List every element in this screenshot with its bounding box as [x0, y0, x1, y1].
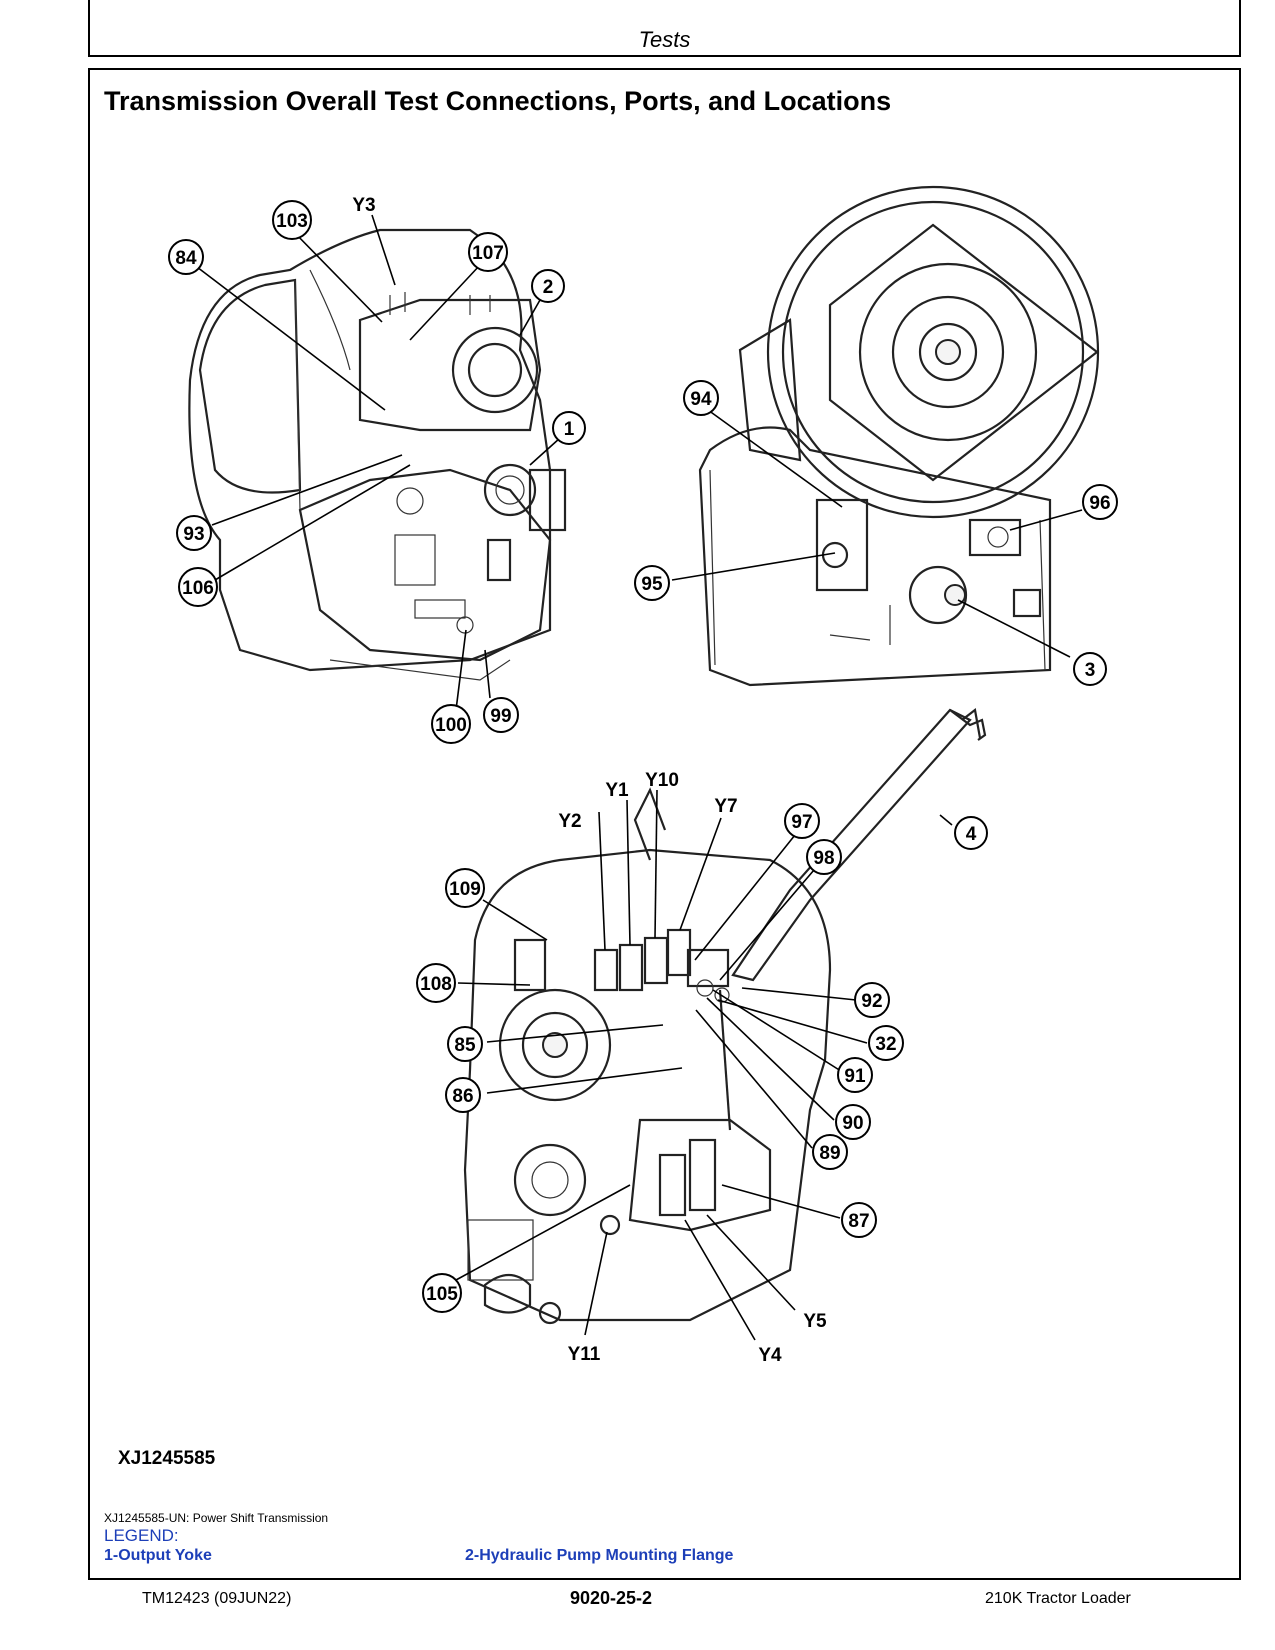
callout-87: 87	[841, 1202, 877, 1238]
label-y10: Y10	[645, 770, 679, 791]
leader-lines	[196, 214, 1083, 1341]
transmission-illustration: 103 84 107 2 1 93 106 100 99 94 96 95 3 …	[168, 185, 1118, 1366]
legend-heading: LEGEND:	[104, 1526, 179, 1545]
svg-text:86: 86	[452, 1086, 473, 1107]
svg-text:84: 84	[175, 248, 197, 269]
svg-text:3: 3	[1085, 660, 1096, 681]
callout-86: 86	[445, 1077, 481, 1113]
callout-1: 1	[552, 411, 586, 445]
content-frame: Transmission Overall Test Connections, P…	[88, 68, 1241, 1580]
label-y2: Y2	[558, 811, 581, 832]
transmission-view-left	[188, 228, 567, 681]
callout-95: 95	[634, 565, 670, 601]
svg-text:87: 87	[848, 1211, 869, 1232]
label-y7: Y7	[714, 796, 737, 817]
callout-92: 92	[854, 982, 890, 1018]
svg-text:100: 100	[435, 715, 467, 736]
figure-id: XJ1245585	[118, 1448, 216, 1469]
label-y3: Y3	[352, 195, 375, 216]
callout-99: 99	[483, 697, 519, 733]
svg-text:90: 90	[842, 1113, 863, 1134]
svg-text:92: 92	[861, 991, 882, 1012]
callout-3: 3	[1073, 652, 1107, 686]
svg-text:32: 32	[875, 1034, 896, 1055]
page-title: Transmission Overall Test Connections, P…	[104, 86, 892, 116]
footer-machine: 210K Tractor Loader	[985, 1590, 1131, 1607]
svg-text:108: 108	[420, 974, 452, 995]
svg-text:89: 89	[819, 1143, 840, 1164]
svg-text:109: 109	[449, 879, 481, 900]
callout-90: 90	[835, 1104, 871, 1140]
footer-doc-id: TM12423 (09JUN22)	[142, 1590, 292, 1607]
figure-caption: XJ1245585-UN: Power Shift Transmission	[104, 1511, 329, 1525]
legend-item-output-yoke[interactable]: 1-Output Yoke	[104, 1547, 212, 1564]
callout-91: 91	[837, 1057, 873, 1093]
svg-text:105: 105	[426, 1284, 458, 1305]
callout-85: 85	[447, 1026, 483, 1062]
transmission-view-bottom	[463, 708, 987, 1325]
svg-text:85: 85	[454, 1035, 476, 1056]
legend-item-pump-flange[interactable]: 2-Hydraulic Pump Mounting Flange	[465, 1547, 734, 1564]
page-header: Tests	[88, 0, 1241, 57]
callout-4: 4	[954, 816, 988, 850]
transmission-view-right	[698, 185, 1100, 687]
callout-89: 89	[812, 1134, 848, 1170]
svg-text:95: 95	[641, 574, 663, 595]
svg-text:98: 98	[813, 848, 834, 869]
label-y5: Y5	[803, 1311, 827, 1332]
svg-text:99: 99	[490, 706, 511, 727]
svg-text:96: 96	[1089, 493, 1110, 514]
callout-94: 94	[683, 380, 719, 416]
svg-text:97: 97	[791, 812, 812, 833]
callout-106: 106	[178, 567, 218, 607]
callout-109: 109	[445, 868, 485, 908]
callout-93: 93	[176, 515, 212, 551]
svg-text:107: 107	[472, 243, 504, 264]
callout-97: 97	[784, 803, 820, 839]
callout-100: 100	[431, 704, 471, 744]
footer-page-number: 9020-25-2	[570, 1588, 653, 1608]
callout-2: 2	[531, 269, 565, 303]
label-y1: Y1	[605, 780, 629, 801]
svg-text:91: 91	[844, 1066, 866, 1087]
svg-text:93: 93	[183, 524, 204, 545]
svg-text:106: 106	[182, 578, 214, 599]
callout-108: 108	[416, 963, 456, 1003]
callout-105: 105	[422, 1273, 462, 1313]
svg-text:94: 94	[690, 389, 712, 410]
section-title: Tests	[638, 27, 691, 52]
callout-84: 84	[168, 239, 204, 275]
svg-text:2: 2	[543, 277, 554, 298]
svg-text:1: 1	[564, 419, 575, 440]
callout-96: 96	[1082, 484, 1118, 520]
callout-107: 107	[468, 232, 508, 272]
label-y11: Y11	[568, 1344, 601, 1365]
callout-103: 103	[272, 200, 312, 240]
svg-text:4: 4	[966, 824, 977, 845]
callout-32: 32	[868, 1025, 904, 1061]
svg-text:103: 103	[276, 211, 308, 232]
callout-98: 98	[806, 839, 842, 875]
label-y4: Y4	[758, 1345, 782, 1366]
